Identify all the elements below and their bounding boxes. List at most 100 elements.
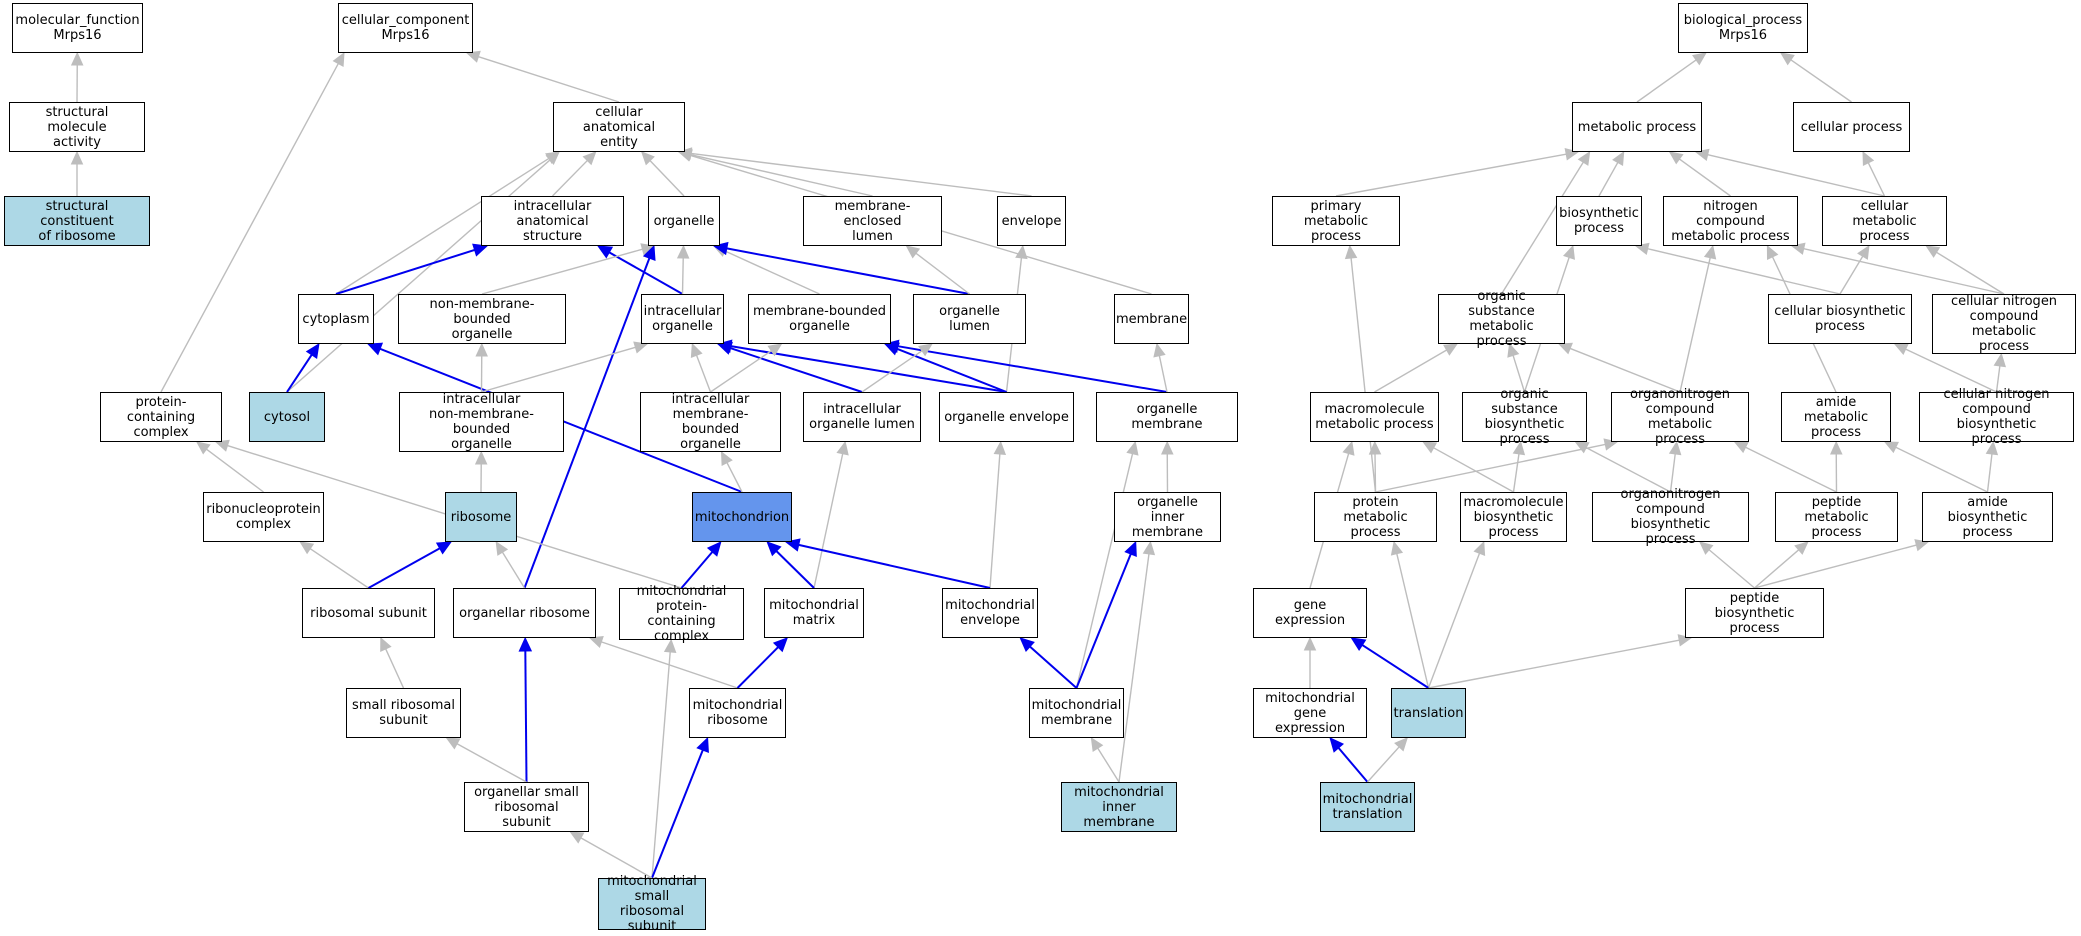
node-organic-substance-biosynthetic-process[interactable]: organic substance biosynthetic process bbox=[1462, 387, 1587, 447]
node-peptide-biosynthetic-process[interactable]: peptide biosynthetic process bbox=[1685, 588, 1824, 638]
node-organic-substance-metabolic-process[interactable]: organic substance metabolic process bbox=[1438, 289, 1565, 349]
node-non-membrane-bounded-organelle[interactable]: non-membrane-bounded organelle bbox=[398, 294, 566, 344]
node-biosynthetic-process[interactable]: biosynthetic process bbox=[1556, 196, 1642, 246]
node-protein-containing-complex[interactable]: protein-containing complex bbox=[100, 392, 222, 442]
arrowhead-nmbo-org bbox=[640, 243, 656, 256]
edge-iol-io bbox=[730, 347, 863, 393]
edge-nmbo-org bbox=[481, 248, 643, 295]
node-membrane-enclosed-lumen[interactable]: membrane-enclosed lumen bbox=[803, 196, 942, 246]
node-organelle-membrane[interactable]: organelle membrane bbox=[1096, 392, 1238, 442]
arrowhead-iol-ol bbox=[918, 343, 933, 357]
node-cellular-process[interactable]: cellular process bbox=[1793, 102, 1910, 152]
edge-mim-oim bbox=[1118, 553, 1150, 783]
node-molecular-function[interactable]: molecular_function Mrps16 bbox=[12, 3, 143, 53]
arrowhead-amp-ncmp bbox=[1766, 244, 1779, 260]
node-intracellular-organelle-lumen[interactable]: intracellular organelle lumen bbox=[803, 392, 921, 442]
node-organelle-lumen[interactable]: organelle lumen bbox=[913, 294, 1026, 344]
arrowhead-msrsu-osrsu bbox=[569, 831, 585, 844]
node-metabolic-process[interactable]: metabolic process bbox=[1572, 102, 1702, 152]
edge-osmp-mp bbox=[1500, 161, 1584, 295]
node-ribonucleoprotein-complex[interactable]: ribonucleoprotein complex bbox=[203, 492, 324, 542]
arrowhead-pepmp-oncmp bbox=[1733, 441, 1749, 454]
node-organelle-envelope[interactable]: organelle envelope bbox=[939, 392, 1074, 442]
node-organonitrogen-compound-biosynthetic-process[interactable]: organonitrogen compound biosynthetic pro… bbox=[1592, 487, 1749, 547]
node-nitrogen-compound-metabolic-process[interactable]: nitrogen compound metabolic process bbox=[1663, 196, 1798, 246]
node-small-ribosomal-subunit[interactable]: small ribosomal subunit bbox=[346, 688, 461, 738]
node-organelle-inner-membrane[interactable]: organelle inner membrane bbox=[1114, 492, 1221, 542]
arrowhead-mito-cyto bbox=[366, 342, 384, 356]
node-intracellular-anatomical-structure[interactable]: intracellular anatomical structure bbox=[481, 196, 624, 246]
arrowhead-io-ias bbox=[596, 245, 614, 259]
edge-cbp-bsp bbox=[1647, 248, 1841, 295]
node-cytoplasm[interactable]: cytoplasm bbox=[298, 294, 374, 344]
node-ribosomal-subunit[interactable]: ribosomal subunit bbox=[302, 588, 435, 638]
edge-imbo-mbo bbox=[710, 350, 772, 393]
node-mitochondrial-small-ribosomal-subunit[interactable]: mitochondrial small ribosomal subunit bbox=[598, 874, 706, 934]
node-gene-expression[interactable]: gene expression bbox=[1253, 588, 1367, 638]
arrowhead-prmp-pmp bbox=[1344, 244, 1358, 260]
node-cellular-component[interactable]: cellular_component Mrps16 bbox=[338, 3, 473, 53]
arrowhead-mge-ge bbox=[1303, 636, 1317, 651]
arrowhead-oncmp-ncmp bbox=[1703, 244, 1717, 260]
node-mitochondrion[interactable]: mitochondrion bbox=[692, 492, 792, 542]
edge-trans-mbp bbox=[1427, 552, 1481, 689]
edge-mmp-osmp bbox=[1374, 349, 1448, 393]
arrowhead-cytosol-cyto bbox=[305, 343, 320, 359]
arrowhead-ol-mel bbox=[905, 245, 921, 259]
node-cellular-biosynthetic-process[interactable]: cellular biosynthetic process bbox=[1768, 294, 1912, 344]
node-membrane[interactable]: membrane bbox=[1114, 294, 1189, 344]
node-cytosol[interactable]: cytosol bbox=[249, 392, 325, 442]
edge-org-cae bbox=[649, 160, 685, 197]
node-organonitrogen-compound-metabolic-process[interactable]: organonitrogen compound metabolic proces… bbox=[1611, 387, 1749, 447]
node-cellular-nitrogen-compound-biosynthetic-process[interactable]: cellular nitrogen compound biosynthetic … bbox=[1919, 387, 2074, 447]
arrowhead-osrsu-srsu bbox=[445, 737, 461, 750]
arrowhead-cae-cc bbox=[465, 50, 481, 63]
node-macromolecule-metabolic-process[interactable]: macromolecule metabolic process bbox=[1310, 392, 1439, 442]
edge-abp-cncbp bbox=[1986, 453, 1993, 493]
node-mitochondrial-ribosome[interactable]: mitochondrial ribosome bbox=[689, 688, 786, 738]
arrowhead-mmat-mito bbox=[766, 541, 782, 557]
node-intracellular-organelle[interactable]: intracellular organelle bbox=[641, 294, 724, 344]
node-mitochondrial-gene-expression[interactable]: mitochondrial gene expression bbox=[1253, 688, 1367, 738]
arrowhead-inmbo-io bbox=[633, 341, 649, 354]
node-biological-process[interactable]: biological_process Mrps16 bbox=[1678, 3, 1808, 53]
node-mitochondrial-membrane[interactable]: mitochondrial membrane bbox=[1029, 688, 1124, 738]
node-intracellular-membrane-bounded-organelle[interactable]: intracellular membrane-bounded organelle bbox=[640, 392, 781, 452]
node-mitochondrial-envelope[interactable]: mitochondrial envelope bbox=[942, 588, 1038, 638]
node-membrane-bounded-organelle[interactable]: membrane-bounded organelle bbox=[748, 294, 891, 344]
node-organelle[interactable]: organelle bbox=[648, 196, 720, 246]
node-amide-biosynthetic-process[interactable]: amide biosynthetic process bbox=[1922, 492, 2053, 542]
node-envelope[interactable]: envelope bbox=[997, 196, 1066, 246]
arrowhead-ncmp-mp bbox=[1668, 151, 1684, 165]
node-peptide-metabolic-process[interactable]: peptide metabolic process bbox=[1775, 492, 1898, 542]
node-amide-metabolic-process[interactable]: amide metabolic process bbox=[1781, 392, 1891, 442]
arrowhead-mpcc-mito bbox=[706, 541, 722, 557]
node-cellular-metabolic-process[interactable]: cellular metabolic process bbox=[1822, 196, 1947, 246]
edge-trans-pepbp bbox=[1428, 639, 1680, 689]
node-mitochondrial-matrix[interactable]: mitochondrial matrix bbox=[764, 588, 864, 638]
node-structural-constituent-of-ribosome[interactable]: structural constituent of ribosome bbox=[4, 196, 150, 246]
node-cellular-nitrogen-compound-metabolic-process[interactable]: cellular nitrogen compound metabolic pro… bbox=[1932, 294, 2076, 354]
arrowhead-cncbp-cbp bbox=[1893, 343, 1909, 356]
node-intracellular-non-membrane-bounded-organelle[interactable]: intracellular non-membrane-bounded organ… bbox=[399, 392, 564, 452]
node-mitochondrial-inner-membrane[interactable]: mitochondrial inner membrane bbox=[1061, 782, 1177, 832]
node-cellular-anatomical-entity[interactable]: cellular anatomical entity bbox=[553, 102, 685, 152]
arrowhead-mmat-iol bbox=[836, 440, 849, 456]
arrowhead-msrsu-mribo bbox=[696, 736, 709, 754]
edge-mpcc-mito bbox=[680, 551, 714, 589]
node-mitochondrial-protein-containing-complex[interactable]: mitochondrial protein-containing complex bbox=[619, 584, 744, 644]
node-primary-metabolic-process[interactable]: primary metabolic process bbox=[1272, 196, 1400, 246]
node-protein-metabolic-process[interactable]: protein metabolic process bbox=[1314, 492, 1437, 542]
node-structural-molecule-activity[interactable]: structural molecule activity bbox=[9, 102, 145, 152]
node-organellar-ribosome[interactable]: organellar ribosome bbox=[453, 588, 596, 638]
node-translation[interactable]: translation bbox=[1391, 688, 1466, 738]
node-ribosome[interactable]: ribosome bbox=[445, 492, 517, 542]
node-organellar-small-ribosomal-subunit[interactable]: organellar small ribosomal subunit bbox=[464, 782, 589, 832]
arrowhead-bsp-mp bbox=[1612, 150, 1625, 167]
node-mitochondrial-translation[interactable]: mitochondrial translation bbox=[1320, 782, 1415, 832]
node-macromolecule-biosynthetic-process[interactable]: macromolecule biosynthetic process bbox=[1460, 492, 1567, 542]
edge-cyto-ias bbox=[335, 248, 475, 295]
edge-mbp-mmp bbox=[1433, 447, 1514, 493]
arrowhead-cmp-cp bbox=[1862, 150, 1875, 166]
arrowhead-mim-oim bbox=[1142, 540, 1156, 556]
